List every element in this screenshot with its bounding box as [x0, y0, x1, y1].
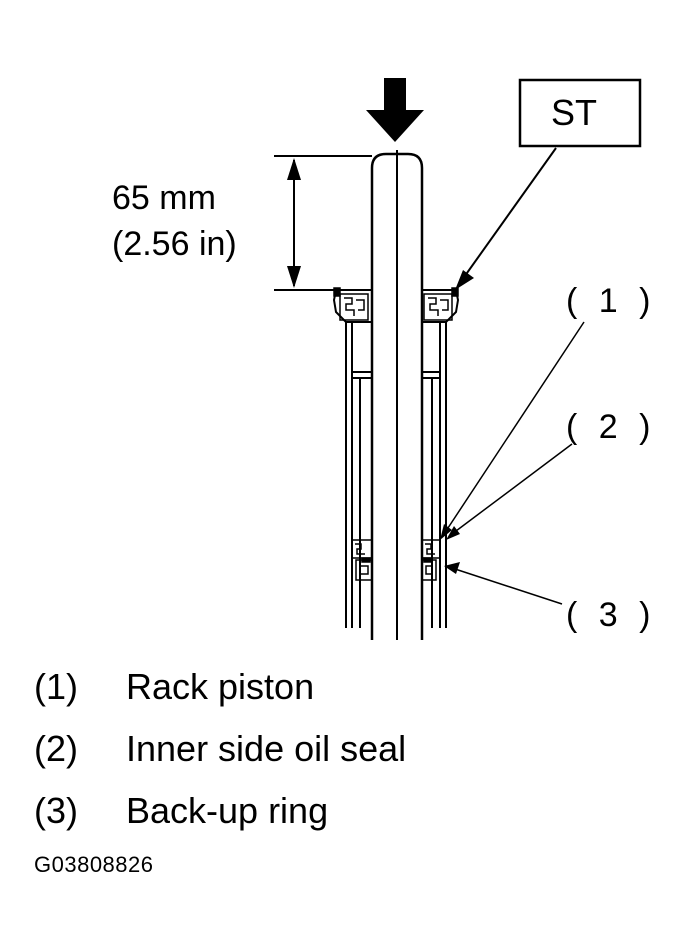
lower-seal-assembly	[351, 539, 441, 581]
dimension-line	[274, 155, 372, 291]
steering-rack-diagram: 65 mm (2.56 in) ST	[112, 78, 656, 640]
legend-item: (1) Rack piston	[34, 656, 406, 718]
parts-legend: (1) Rack piston (2) Inner side oil seal …	[34, 656, 406, 842]
legend-number: (1)	[34, 666, 78, 707]
dimension-metric: 65 mm	[112, 179, 216, 217]
legend-item: (2) Inner side oil seal	[34, 718, 406, 780]
legend-number: (2)	[34, 728, 78, 769]
legend-label: Rack piston	[126, 666, 315, 707]
figure-id: G03808826	[34, 852, 154, 877]
callout-arrow-3	[444, 562, 460, 574]
tool-leader-line	[461, 147, 557, 281]
dimension-arrow-bottom	[287, 266, 301, 288]
tool-label-box	[518, 78, 642, 148]
callout-label-3: ( 3 )	[566, 596, 656, 634]
tool-leader-arrow	[455, 270, 474, 290]
press-arrow-icon	[366, 78, 424, 142]
tool-label: ST	[551, 92, 597, 133]
callout-arrow-1	[440, 524, 452, 540]
legend-number: (3)	[34, 790, 78, 831]
dimension-imperial: (2.56 in)	[112, 225, 237, 263]
callout-arrow-2	[446, 526, 460, 540]
callout-leaders	[443, 321, 585, 605]
upper-seal-assembly	[333, 287, 459, 321]
legend-label: Inner side oil seal	[126, 728, 407, 769]
dimension-arrow-top	[287, 158, 301, 180]
callout-label-2: ( 2 )	[566, 408, 656, 446]
callout-label-1: ( 1 )	[566, 282, 656, 320]
legend-item: (3) Back-up ring	[34, 780, 406, 842]
legend-label: Back-up ring	[126, 790, 329, 831]
